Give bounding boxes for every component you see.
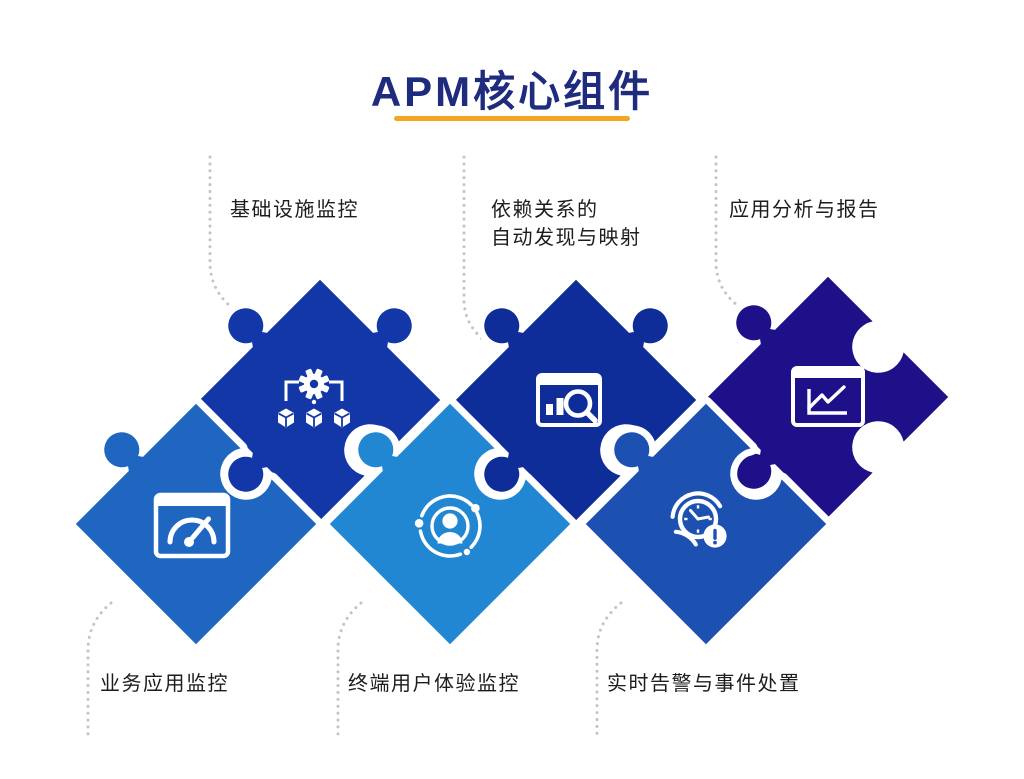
node-cube-icon [334,408,350,428]
title-underline [394,116,630,121]
label-infrastructure-monitoring: 基础设施监控 [230,199,359,221]
puzzle-piece-dependency-discovery-mapping [448,272,704,528]
puzzle-shape [192,272,448,528]
label-business-application-monitoring: 业务应用监控 [100,673,229,695]
label-dependency-discovery-mapping: 依赖关系的 自动发现与映射 [491,199,642,249]
label-realtime-alerting-event-handling: 实时告警与事件处置 [607,673,801,695]
puzzle-piece-infrastructure-monitoring [192,272,448,528]
puzzle-shape [578,396,834,652]
connector-dotted-line [86,601,113,739]
user-circle-icon [414,494,482,558]
puzzle-shape [68,396,324,652]
puzzle-shape [448,272,704,528]
node-cube-icon [306,408,322,428]
puzzle-piece-application-analysis-reporting [700,269,956,525]
puzzle-piece-realtime-alerting-event-handling [578,396,834,652]
gauge-window-icon [153,492,231,559]
chart-report-icon [791,366,865,427]
puzzle-piece-business-application-monitoring [68,396,324,652]
puzzle-piece-end-user-experience-monitoring [322,396,578,652]
connector-dotted-line [336,601,363,739]
connector-dotted-line [595,601,623,739]
alert-clock-icon [670,491,727,548]
connector-dotted-line [714,155,739,307]
connector-dotted-line [208,155,231,307]
gear-nodes-icon [278,368,350,428]
page-title: APM核心组件 [370,68,654,115]
node-cube-icon [278,408,294,428]
chart-search-icon [536,373,602,427]
label-end-user-experience-monitoring: 终端用户体验监控 [348,673,520,695]
puzzle-shape [700,269,956,525]
label-application-analysis-reporting: 应用分析与报告 [729,199,880,221]
